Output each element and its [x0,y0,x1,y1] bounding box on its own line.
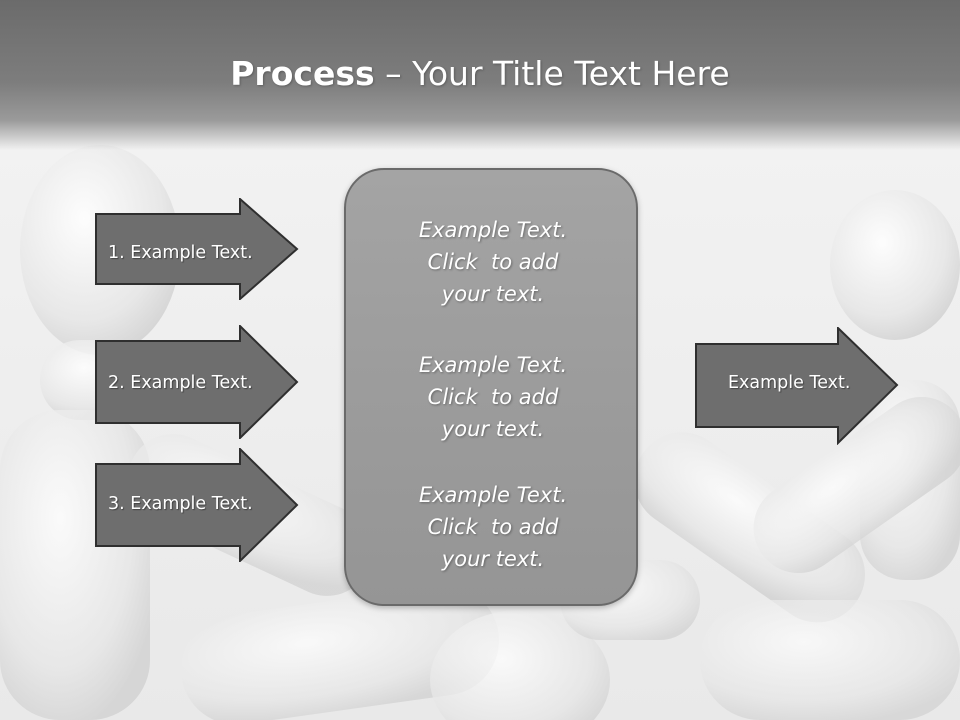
process-text-2-line-3: your text. [441,417,545,441]
process-text-1-line-3: your text. [441,282,545,306]
title-bar [0,0,960,150]
process-text-block-1: Example Text. Click to add your text. [346,214,640,310]
process-text-block-2: Example Text. Click to add your text. [346,349,640,445]
title-rest: – Your Title Text Here [374,54,730,93]
process-text-1-line-2: Click to add [427,250,559,274]
output-arrow[interactable]: Example Text. [695,327,900,445]
input-arrow-1[interactable]: 1. Example Text. [95,198,300,300]
process-text-1-line-1: Example Text. [418,218,568,242]
process-text-2-line-1: Example Text. [418,353,568,377]
process-text-2-line-2: Click to add [427,385,559,409]
input-arrow-1-label: 1. Example Text. [108,243,253,263]
input-arrow-2-label: 2. Example Text. [108,373,253,393]
input-arrow-3-label: 3. Example Text. [108,494,253,514]
input-arrow-2[interactable]: 2. Example Text. [95,325,300,439]
output-arrow-label: Example Text. [728,373,851,393]
input-arrow-3[interactable]: 3. Example Text. [95,448,300,562]
process-text-3-line-2: Click to add [427,515,559,539]
process-text-3-line-3: your text. [441,547,545,571]
process-text-3-line-1: Example Text. [418,483,568,507]
slide-title[interactable]: Process – Your Title Text Here [0,52,960,96]
title-bold: Process [230,54,375,93]
process-text-block-3: Example Text. Click to add your text. [346,479,640,575]
process-box[interactable]: Example Text. Click to add your text. Ex… [344,168,638,606]
